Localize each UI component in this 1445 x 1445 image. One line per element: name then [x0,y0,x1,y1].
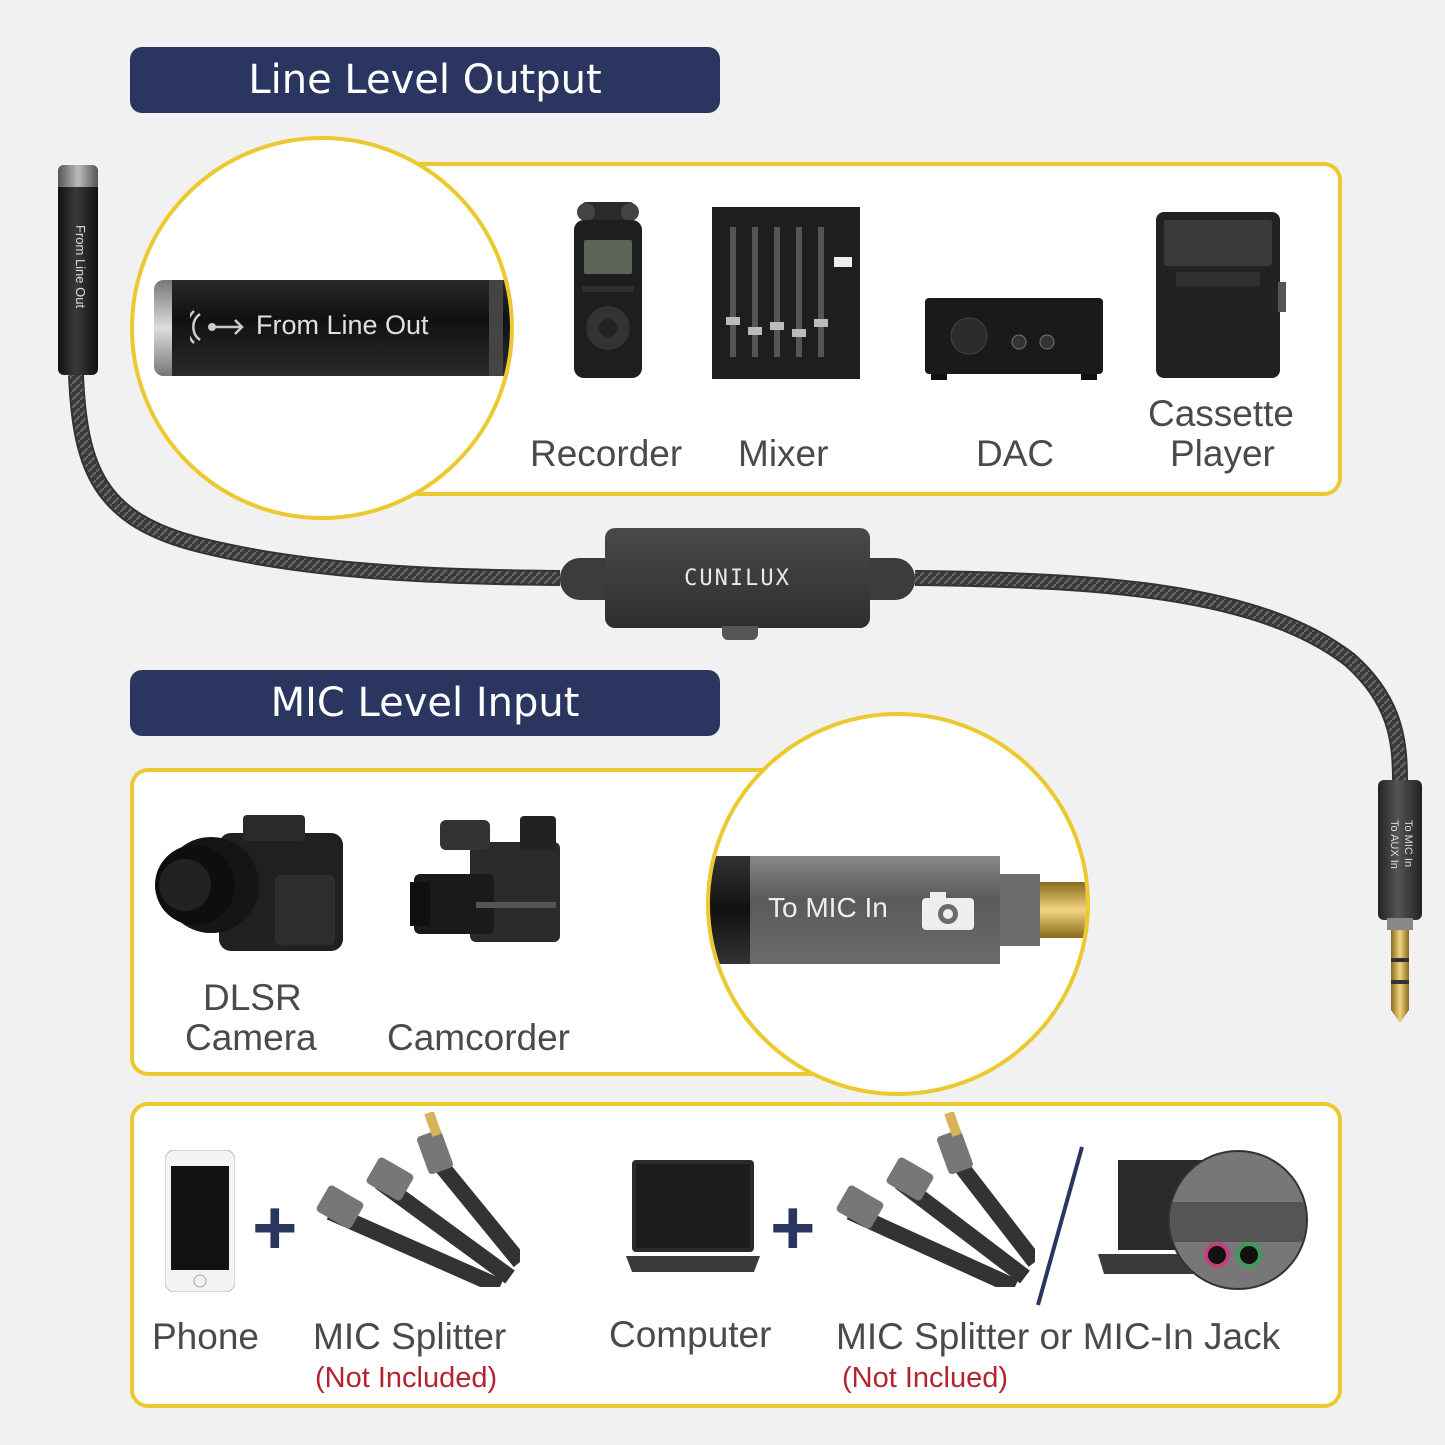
mic-in-jack-zoom [1168,1150,1308,1290]
plus-sign-2: + [770,1183,816,1271]
not-included-note-1: (Not Included) [315,1362,498,1394]
mic-splitter-label-1: MIC Splitter [313,1316,507,1357]
male-plug-zoom: To MIC In [706,712,1090,1096]
phone-label: Phone [152,1316,259,1357]
attenuator-body: CUNILUX [605,528,870,628]
mixer-label: Mixer [738,433,829,474]
female-jack-zoom-label: From Line Out [256,310,429,340]
dslr-camera-image [155,815,347,953]
male-plug-label-1: To MIC In [1402,820,1414,868]
male-plug-zoom-gold [1040,882,1086,938]
recorder-label: Recorder [530,433,683,474]
male-plug-zoom-label: To MIC In [768,892,888,923]
camcorder-label: Camcorder [387,1017,570,1058]
computer-label: Computer [609,1314,772,1355]
mic-level-input-banner: MIC Level Input [130,670,720,736]
cassette-label-line2: Player [1170,433,1275,474]
mic-splitter-or-jack-label: MIC Splitter or MIC-In Jack [836,1316,1281,1357]
cassette-label-line1: Cassette [1148,393,1295,434]
female-jack-label: From Line Out [73,225,88,309]
dac-image [925,298,1103,380]
brand-logo: CUNILUX [684,565,791,591]
camcorder-image [410,812,565,957]
male-plug-label-2: To AUX In [1388,820,1400,869]
dslr-label-line1: DLSR [203,977,302,1018]
mic-port-pink [1204,1242,1230,1268]
line-level-output-banner: Line Level Output [130,47,720,113]
female-jack-zoom: From Line Out [130,136,514,520]
mic-splitter-image-1 [310,1112,520,1287]
recorder-image [568,196,648,381]
gold-plug-tip [1383,918,1417,1023]
dac-label: DAC [976,433,1055,474]
mixer-image [712,207,860,379]
slash-divider [1030,1145,1090,1310]
male-plug-zoom-barrel: To MIC In [710,856,1000,964]
male-plug-connector: To MIC In To AUX In [1378,780,1422,920]
laptop-image [626,1160,760,1276]
line-out-icon [190,310,250,344]
phone-image [165,1150,235,1292]
mic-level-input-title: MIC Level Input [270,680,580,726]
headphone-port-green [1236,1242,1262,1268]
plus-sign-1: + [252,1183,298,1271]
male-plug-zoom-neck [1000,874,1040,946]
dslr-label-line2: Camera [185,1017,317,1058]
cassette-player-image [1156,212,1288,378]
line-level-output-title: Line Level Output [248,57,602,103]
not-inclued-note-2: (Not Inclued) [842,1362,1009,1394]
camera-icon [920,890,976,932]
female-jack-connector: From Line Out [58,165,98,375]
mic-splitter-image-2 [830,1112,1035,1287]
female-jack-zoom-barrel: From Line Out [154,280,510,376]
volume-knob[interactable] [722,626,758,640]
